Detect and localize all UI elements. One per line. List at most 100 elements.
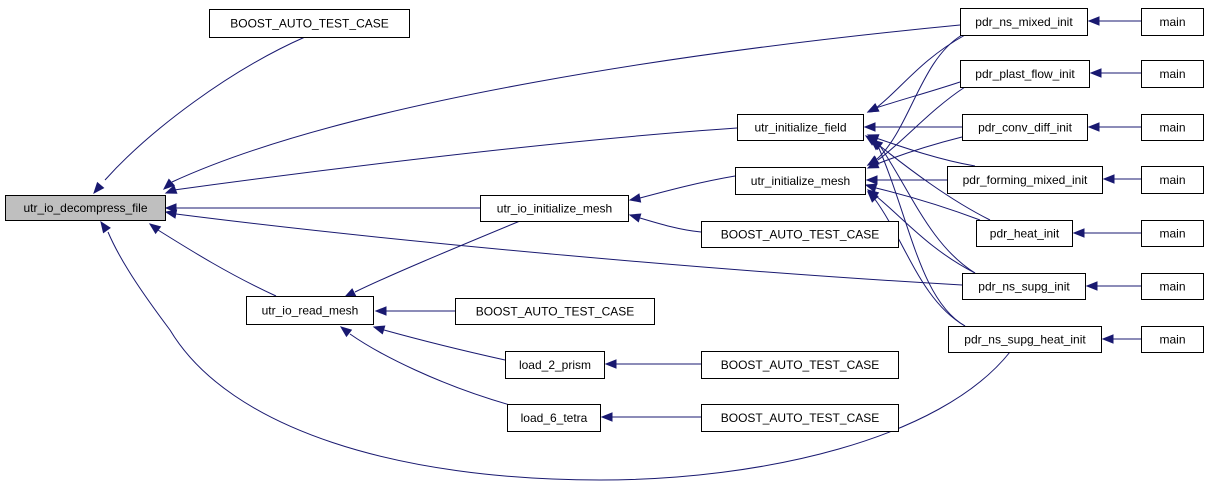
node-init-field[interactable]: utr_initialize_field	[737, 114, 864, 141]
edge-forming-to-init_mesh	[865, 175, 947, 185]
edge-line	[157, 229, 277, 297]
arrow-head	[162, 178, 176, 190]
node-ns-mixed[interactable]: pdr_ns_mixed_init	[960, 8, 1088, 36]
arrow-head	[372, 325, 386, 335]
arrow-head	[1102, 174, 1115, 184]
node-box	[947, 166, 1103, 194]
edge-line	[354, 220, 521, 293]
arrow-head	[164, 203, 177, 213]
node-forming[interactable]: pdr_forming_mixed_init	[947, 166, 1103, 194]
edge-line	[875, 81, 961, 109]
edge-line	[877, 145, 966, 327]
node-box	[1141, 114, 1204, 141]
node-box	[480, 195, 629, 222]
node-box	[5, 195, 166, 221]
node-boost-top[interactable]: BOOST_AUTO_TEST_CASE	[209, 9, 410, 38]
arrow-head	[164, 209, 178, 219]
node-label: main	[1159, 173, 1185, 187]
arrow-head	[864, 183, 878, 193]
node-boost-l2[interactable]: BOOST_AUTO_TEST_CASE	[701, 351, 899, 379]
node-box	[735, 167, 866, 195]
arrow-head	[628, 213, 642, 223]
node-label: BOOST_AUTO_TEST_CASE	[721, 358, 880, 372]
node-main4[interactable]: main	[1141, 166, 1204, 194]
arrow-head	[148, 223, 162, 235]
edge-main4-to-forming	[1102, 174, 1141, 184]
edge-main2-to-plast	[1089, 68, 1141, 78]
edge-line	[383, 329, 506, 361]
node-boost-iim[interactable]: BOOST_AUTO_TEST_CASE	[701, 221, 899, 248]
node-label: load_6_tetra	[521, 411, 588, 425]
node-main3[interactable]: main	[1141, 114, 1204, 141]
node-label: pdr_ns_supg_heat_init	[964, 333, 1086, 347]
edge-line	[875, 195, 976, 274]
node-box	[962, 273, 1086, 300]
edge-supg_heat-to-init_mesh	[867, 191, 966, 327]
edge-ns_mixed-to-init_field	[866, 34, 966, 113]
node-heat[interactable]: pdr_heat_init	[976, 220, 1073, 247]
node-load6[interactable]: load_6_tetra	[507, 404, 601, 432]
node-boost-l6[interactable]: BOOST_AUTO_TEST_CASE	[701, 404, 899, 432]
edge-boost_l2-to-load2	[604, 359, 701, 369]
arrow-head	[867, 191, 879, 203]
node-main7[interactable]: main	[1141, 326, 1204, 353]
node-io-init-mesh[interactable]: utr_io_initialize_mesh	[480, 195, 629, 222]
edge-init_mesh-to-io_init_mesh	[628, 175, 736, 203]
node-supg-heat[interactable]: pdr_ns_supg_heat_init	[948, 326, 1102, 353]
node-box	[962, 114, 1088, 141]
edge-main1-to-ns_mixed	[1087, 16, 1141, 26]
node-init-mesh[interactable]: utr_initialize_mesh	[735, 167, 866, 195]
node-box	[1141, 166, 1204, 194]
edge-plast-to-init_field	[866, 81, 961, 113]
node-plast[interactable]: pdr_plast_flow_init	[960, 60, 1090, 88]
node-box	[737, 114, 864, 141]
edge-io_init_mesh-to-decompress	[164, 203, 481, 213]
edge-line	[639, 217, 702, 233]
node-main1[interactable]: main	[1141, 8, 1204, 36]
arrow-head	[343, 288, 357, 298]
edge-line	[879, 145, 976, 274]
node-box	[960, 60, 1090, 88]
edge-main6-to-supg	[1085, 281, 1142, 291]
arrow-head	[866, 103, 880, 113]
arrow-head	[1087, 16, 1100, 26]
node-boost-rm[interactable]: BOOST_AUTO_TEST_CASE	[455, 298, 655, 325]
edge-line	[875, 34, 963, 161]
edge-line	[877, 86, 966, 161]
node-label: BOOST_AUTO_TEST_CASE	[721, 228, 880, 242]
node-supg[interactable]: pdr_ns_supg_init	[962, 273, 1086, 300]
node-label: utr_initialize_mesh	[751, 174, 850, 188]
edge-line	[107, 231, 1011, 481]
node-box	[1141, 273, 1204, 300]
edge-main5-to-heat	[1072, 228, 1141, 238]
node-box	[1141, 326, 1204, 353]
edge-supg_heat-to-decompress	[100, 220, 1011, 481]
node-box	[976, 220, 1073, 247]
node-label: utr_initialize_field	[754, 121, 846, 135]
arrow-head	[604, 359, 617, 369]
node-read-mesh[interactable]: utr_io_read_mesh	[246, 296, 374, 325]
node-box	[701, 221, 899, 248]
node-main2[interactable]: main	[1141, 60, 1204, 88]
node-label: BOOST_AUTO_TEST_CASE	[476, 305, 635, 319]
edge-boost_iim-to-io_init_mesh	[628, 213, 702, 233]
arrow-head	[863, 122, 876, 132]
edge-init_field-to-decompress	[164, 127, 738, 194]
edge-line	[171, 24, 961, 183]
edge-main3-to-conv	[1087, 122, 1141, 132]
node-box	[948, 326, 1102, 353]
node-conv[interactable]: pdr_conv_diff_init	[962, 114, 1088, 141]
node-load2[interactable]: load_2_prism	[505, 351, 605, 379]
node-label: main	[1159, 121, 1185, 135]
node-main6[interactable]: main	[1141, 273, 1204, 300]
node-box	[455, 298, 655, 325]
node-main5[interactable]: main	[1141, 220, 1204, 247]
arrow-head	[1087, 122, 1100, 132]
node-label: pdr_plast_flow_init	[975, 67, 1075, 81]
node-label: utr_io_decompress_file	[23, 201, 147, 215]
node-box	[701, 351, 899, 379]
arrow-head	[1101, 334, 1114, 344]
arrow-head	[100, 220, 111, 234]
edge-line	[876, 136, 963, 165]
